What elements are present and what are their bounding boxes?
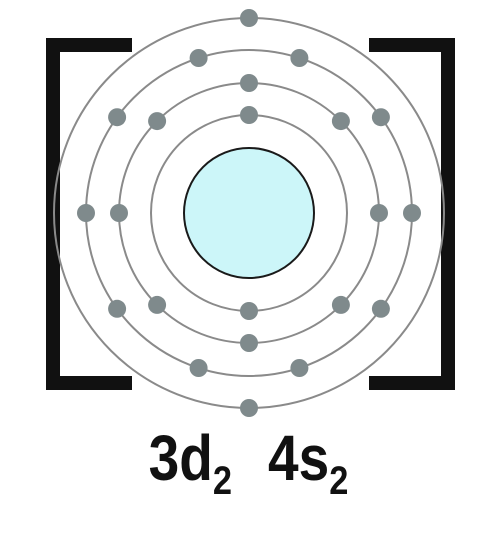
orbital-label: 4s: [267, 422, 330, 494]
electron: [110, 204, 128, 222]
electron: [290, 49, 309, 67]
electron: [371, 108, 390, 127]
electron: [290, 359, 309, 377]
electron-count: 2: [212, 459, 233, 503]
electron: [331, 112, 350, 131]
left-bracket: [46, 38, 132, 390]
electron-configuration: 3d2 4s2: [35, 418, 462, 501]
electron: [148, 112, 167, 131]
electron: [240, 74, 258, 92]
electron: [240, 334, 258, 352]
electron: [189, 49, 208, 67]
electron: [403, 204, 421, 222]
electron: [371, 299, 390, 318]
electron: [370, 204, 388, 222]
electrons: [77, 9, 421, 417]
electron-count: 2: [329, 459, 349, 503]
electron: [189, 359, 208, 377]
right-bracket: [369, 38, 455, 390]
config-term-3d: 3d2: [148, 418, 232, 501]
electron: [108, 299, 127, 318]
electron: [240, 399, 258, 417]
orbital-label: 3d: [148, 422, 213, 494]
electron: [331, 295, 350, 314]
nucleus: [183, 147, 315, 279]
electron: [240, 106, 258, 124]
electron: [77, 204, 95, 222]
electron: [108, 108, 127, 127]
electron: [148, 295, 167, 314]
electron: [240, 9, 258, 27]
electron: [240, 302, 258, 320]
config-term-4s: 4s2: [267, 418, 348, 501]
